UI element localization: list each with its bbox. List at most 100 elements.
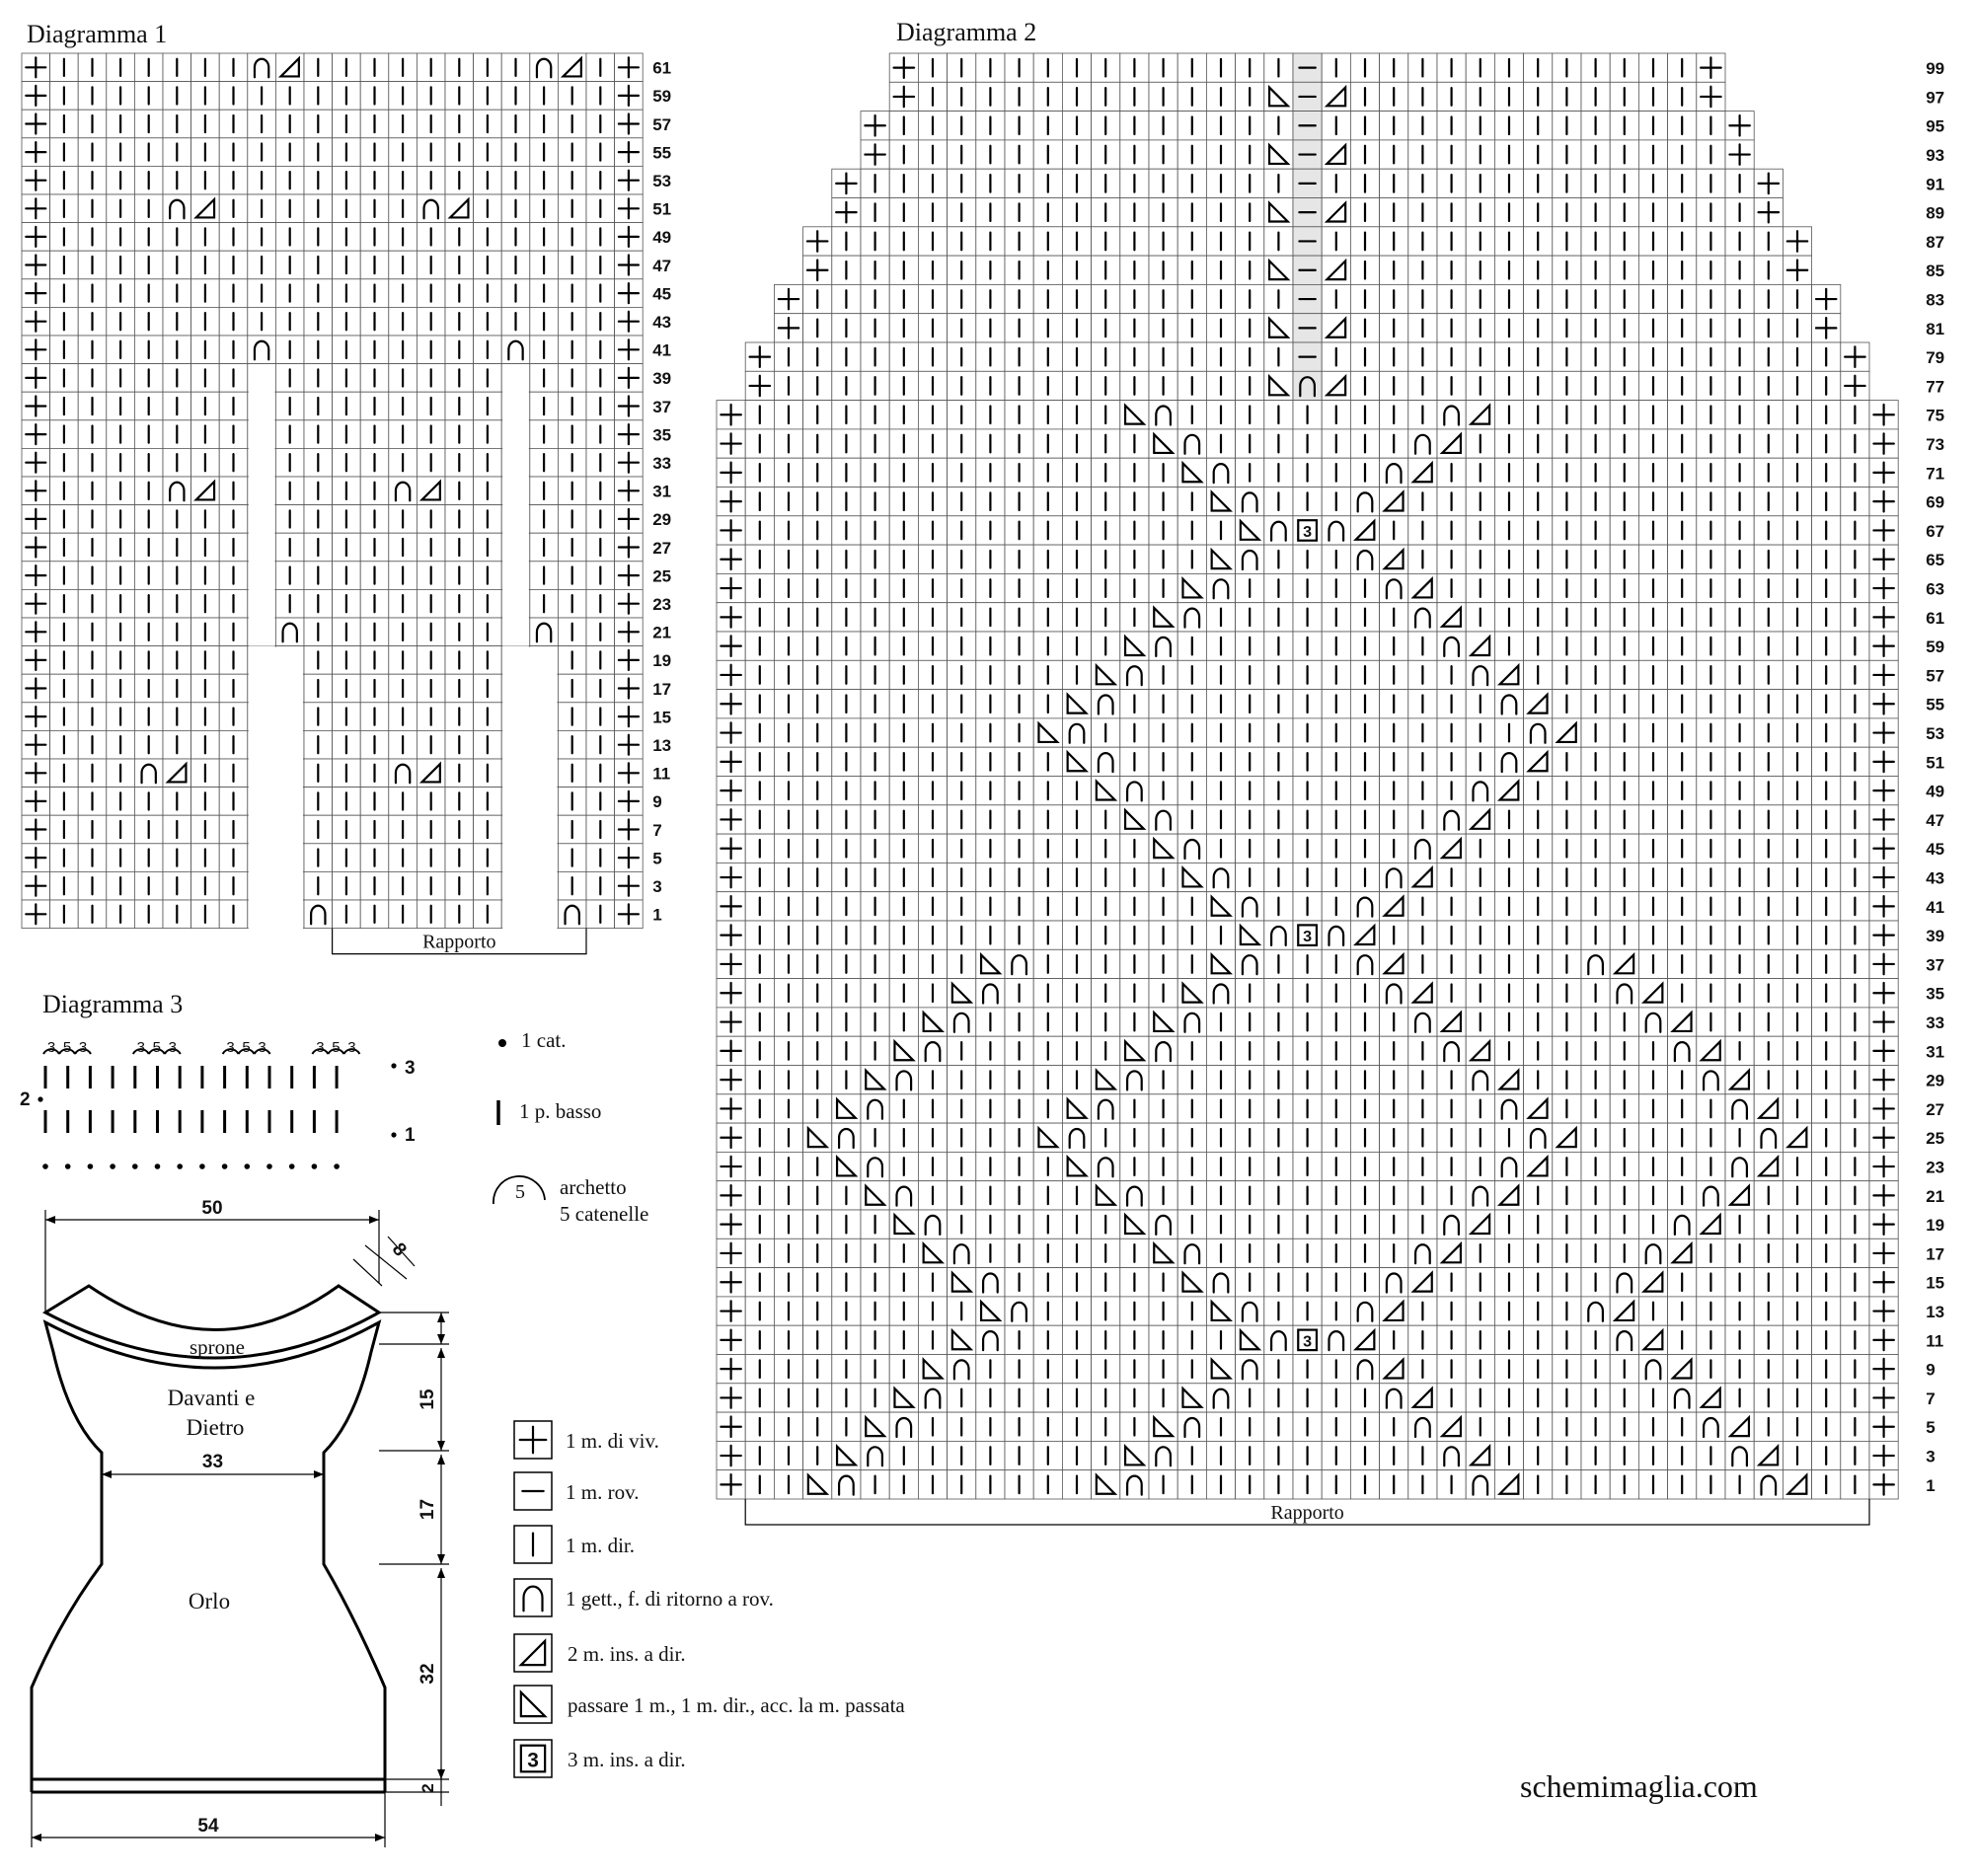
row-number: 37 <box>652 398 671 416</box>
chart-cell <box>1177 1007 1207 1037</box>
chart-row <box>716 948 1899 979</box>
chart-cell <box>162 476 192 506</box>
chart-cell <box>1494 689 1525 719</box>
chart-cell <box>1148 1209 1178 1239</box>
row-number: 25 <box>652 566 671 585</box>
row-number: 29 <box>1926 1072 1944 1090</box>
chart-cell <box>162 193 192 224</box>
row-number: 9 <box>652 792 661 811</box>
chart-cell <box>1091 1152 1121 1182</box>
row-number: 49 <box>1926 783 1944 801</box>
chart-row <box>21 617 644 647</box>
chart-cell <box>1379 978 1409 1009</box>
row-number: 49 <box>652 228 671 247</box>
chart-cell <box>860 1093 890 1124</box>
chart-cell <box>1350 948 1381 979</box>
chart-cell <box>1177 428 1207 459</box>
chart-row <box>716 891 1899 922</box>
chart-row <box>716 631 1899 661</box>
chart-cell <box>1206 457 1237 488</box>
row-number: 47 <box>652 257 671 275</box>
chart-cell <box>1379 457 1409 488</box>
chart-cell <box>1091 746 1121 777</box>
chart-row <box>716 487 1899 517</box>
row-number: 35 <box>1926 985 1944 1004</box>
chart-row <box>716 863 1899 893</box>
yarn-over-mark <box>253 57 270 79</box>
chart-cell <box>1004 948 1034 979</box>
chart-cell <box>388 758 418 788</box>
chart-cell <box>1379 573 1409 604</box>
yarn-over-mark <box>507 339 524 361</box>
chart-cell <box>1436 631 1467 661</box>
chart-cell <box>1206 1267 1237 1298</box>
chart-cell <box>274 617 305 647</box>
row-number: 55 <box>1926 696 1944 714</box>
chart-cell <box>1436 804 1467 835</box>
chart-row <box>716 1209 1899 1239</box>
yarn-over-mark <box>535 57 553 79</box>
row-number: 63 <box>1926 579 1944 598</box>
k2tog-mark <box>418 479 441 501</box>
yarn-over-mark <box>394 481 412 502</box>
chart-cell <box>1206 978 1237 1009</box>
chart-row <box>716 804 1899 835</box>
chart-row <box>744 370 1870 401</box>
row-number: 53 <box>652 172 671 190</box>
chart-row <box>716 746 1899 777</box>
chart-cell <box>1407 428 1438 459</box>
row-number: 59 <box>1926 638 1944 656</box>
row-number: 59 <box>652 87 671 106</box>
row-number: 67 <box>1926 522 1944 541</box>
chart-cell <box>1350 891 1381 922</box>
chart-cell <box>1436 400 1467 430</box>
chart-row <box>716 1267 1899 1298</box>
repeat-bracket <box>332 928 587 955</box>
row-number: 35 <box>652 425 671 444</box>
chart-row <box>774 283 1842 315</box>
row-number: 27 <box>1926 1100 1944 1119</box>
chart-cell <box>500 335 531 365</box>
row-number: 53 <box>1926 724 1944 743</box>
row-number: 51 <box>1926 753 1944 772</box>
row-number: 33 <box>652 454 671 473</box>
chart-cell <box>1350 487 1381 517</box>
chart-cell <box>1379 1267 1409 1298</box>
chart-cell <box>1753 1122 1784 1153</box>
chart-cell <box>975 1267 1006 1298</box>
row-number: 23 <box>1926 1158 1944 1176</box>
chart-cell <box>388 476 418 506</box>
chart-cell <box>529 52 559 83</box>
chart-cell <box>1667 1035 1698 1066</box>
row-number: 41 <box>652 341 671 360</box>
k3tog-digit: 3 <box>1303 928 1312 945</box>
row-number: 75 <box>1926 407 1944 425</box>
chart-cell <box>1091 689 1121 719</box>
k2tog-mark <box>193 479 216 501</box>
row-number: 19 <box>652 651 671 670</box>
chart-row <box>831 197 1784 228</box>
chart-cell <box>1263 920 1294 950</box>
chart-cell <box>1321 920 1351 950</box>
row-number: 17 <box>652 680 671 699</box>
chart-row <box>21 250 644 280</box>
chart-row <box>716 1065 1899 1095</box>
chart-row <box>860 139 1755 170</box>
row-number: 71 <box>1926 464 1944 483</box>
chart-cell <box>1235 487 1265 517</box>
row-number: 81 <box>1926 320 1944 338</box>
row-number: 91 <box>1926 175 1944 193</box>
chart-cell <box>888 1065 919 1095</box>
chart-row <box>21 589 644 619</box>
chart-cell <box>1091 1093 1121 1124</box>
chart-cell <box>1580 948 1611 979</box>
chart-cell <box>1235 544 1265 574</box>
row-number: 95 <box>1926 117 1944 136</box>
chart-cell <box>416 193 446 224</box>
chart-cell <box>1696 1180 1726 1211</box>
chart-opening <box>248 364 275 646</box>
row-number: 37 <box>1926 955 1944 974</box>
chart-cell <box>1724 1093 1755 1124</box>
chart-row <box>716 1152 1899 1182</box>
chart-opening <box>502 646 558 957</box>
